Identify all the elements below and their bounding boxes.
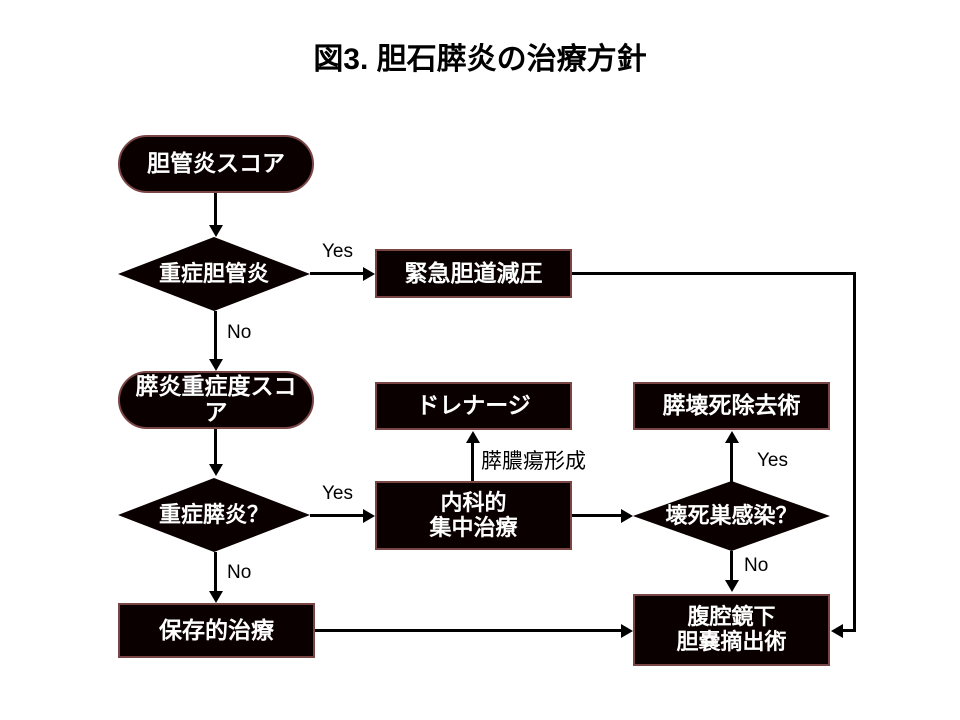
node-label: 膵炎重症度スコア [135,373,297,425]
node-pancreatitis-severity-score[interactable]: 膵炎重症度スコア [118,371,314,429]
node-conservative-treatment[interactable]: 保存的治療 [118,603,315,658]
arrowhead-down [725,580,739,592]
node-emergency-biliary-decompression[interactable]: 緊急胆道減圧 [375,249,572,298]
arrowhead-down [209,464,223,476]
edge-label-pancreatic-abscess: 膵膿瘍形成 [481,450,586,473]
edge-severe-pancreatitis-no [214,552,217,593]
diamond-shape-svg [118,237,310,311]
edge-label-pancreatitis-no: No [227,562,252,583]
node-label: 保存的治療 [159,616,274,643]
edge-severe-cholangitis-no [214,311,217,361]
edge-decompression-right [572,272,856,275]
edge-severity-to-severe-pancreatitis [214,429,217,466]
node-label: 腹腔鏡下 胆嚢摘出術 [676,604,787,654]
edge-decompression-down [853,272,856,631]
edge-intensive-care-to-drainage [471,443,474,481]
edge-infected-necrosis-yes [730,443,733,483]
figure-title: 図3. 胆石膵炎の治療方針 [313,43,647,76]
arrowhead-down [209,591,223,603]
arrowhead-left [831,624,843,638]
edge-label-cholangitis-yes: Yes [322,241,353,262]
edge-label-necrosis-no: No [744,555,769,576]
edge-label-pancreatitis-yes: Yes [322,483,353,504]
node-laparoscopic-cholecystectomy[interactable]: 腹腔鏡下 胆嚢摘出術 [633,594,830,666]
edge-score-to-severe-cholangitis [214,193,217,227]
node-label: ドレナージ [416,392,531,419]
edge-intensive-care-to-infected-necrosis [572,514,621,517]
edge-severe-pancreatitis-yes [310,514,363,517]
arrowhead-right [621,624,633,638]
node-severe-pancreatitis[interactable]: 重症膵炎？ [118,478,310,552]
node-intensive-medical-care[interactable]: 内科的 集中治療 [375,481,572,550]
arrowhead-right [621,509,633,523]
edge-conservative-to-cholecystectomy [315,629,621,632]
edge-infected-necrosis-no [730,551,733,582]
arrowhead-down [209,225,223,237]
node-label: 重症膵炎？ [158,501,269,527]
arrowhead-down [209,359,223,371]
node-cholangitis-score[interactable]: 胆管炎スコア [118,135,314,193]
node-infected-necrosis[interactable]: 壊死巣感染？ [633,481,830,551]
edge-label-necrosis-yes: Yes [757,450,788,471]
arrowhead-right [363,509,375,523]
arrowhead-right [363,267,375,281]
node-label: 緊急胆道減圧 [404,259,543,286]
node-label: 重症胆管炎 [158,260,269,286]
node-label: 胆管炎スコア [147,150,285,177]
node-label: 内科的 集中治療 [429,489,518,540]
arrowhead-up [725,431,739,443]
diamond-shape-svg [633,481,830,551]
node-label: 壊死巣感染？ [665,502,798,528]
edge-decompression-to-cholecystectomy [843,629,856,632]
diamond-shape-svg [118,478,310,552]
edge-label-cholangitis-no: No [227,322,252,343]
arrowhead-up [466,431,480,443]
node-severe-cholangitis[interactable]: 重症胆管炎 [118,237,310,311]
node-label: 膵壊死除去術 [662,392,801,419]
edge-severe-cholangitis-yes [310,272,363,275]
node-necrosectomy[interactable]: 膵壊死除去術 [633,382,830,430]
node-drainage[interactable]: ドレナージ [375,382,572,430]
